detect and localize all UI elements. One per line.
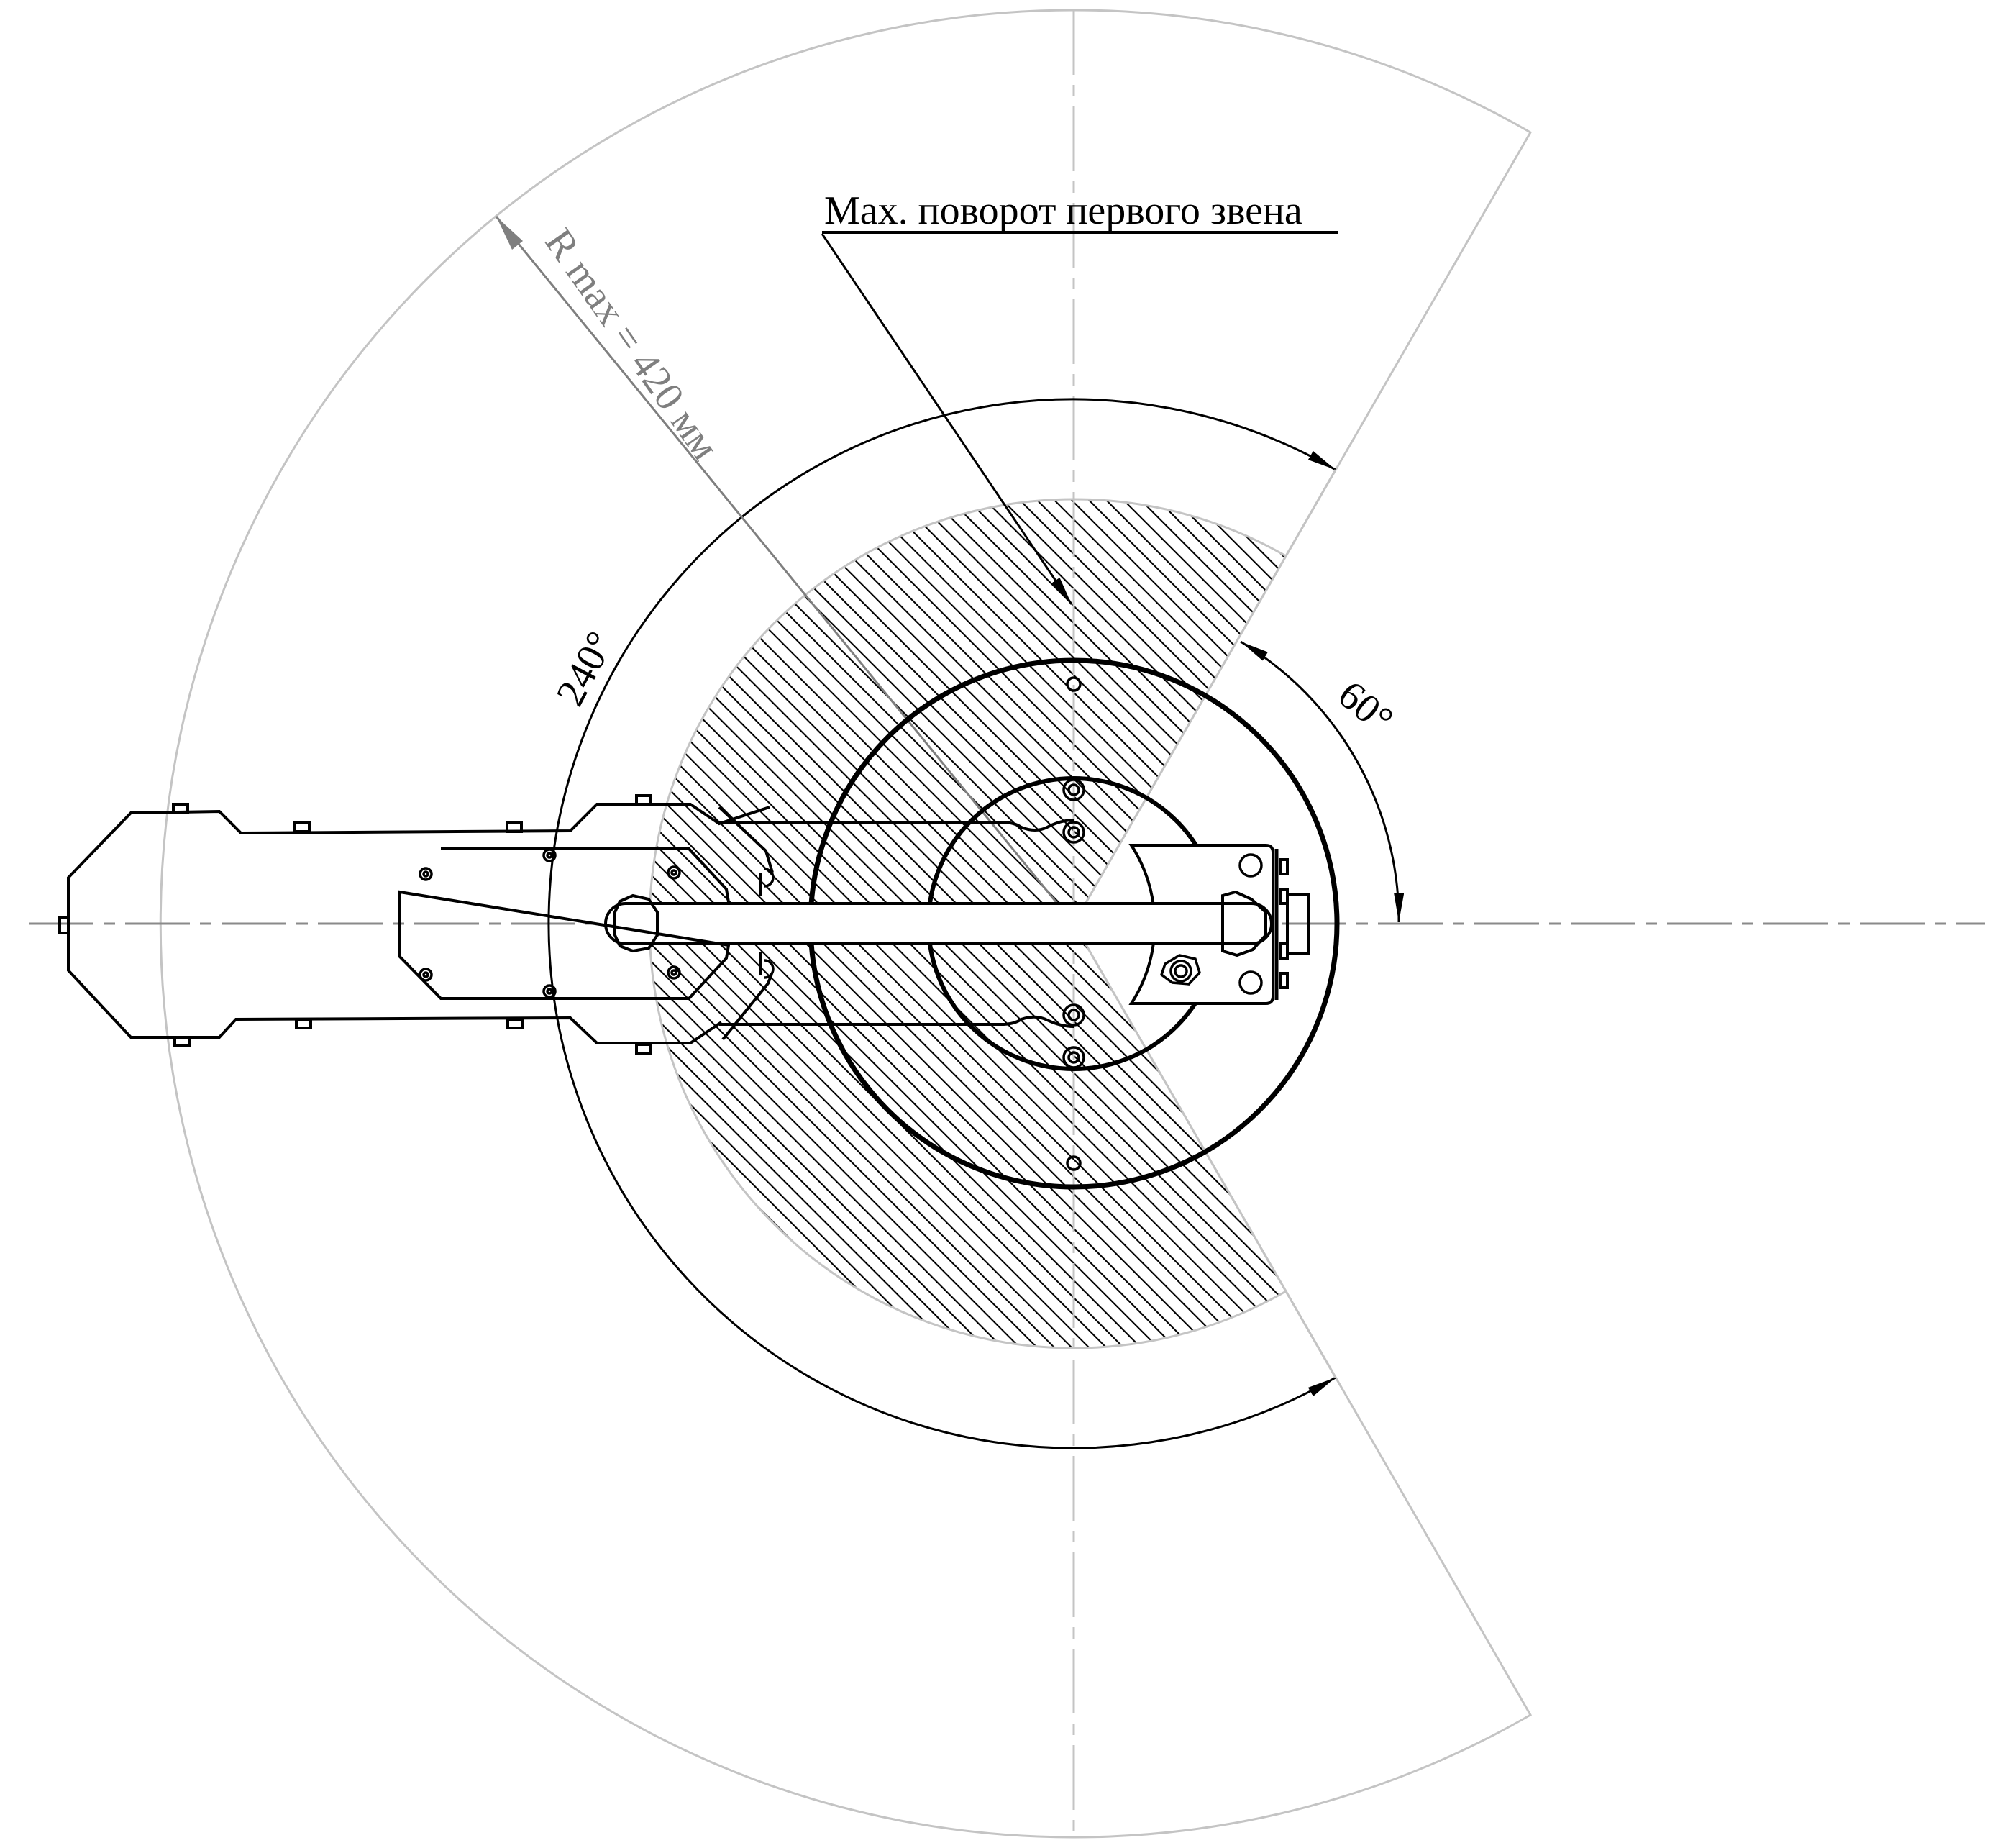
base-hole-top (1066, 676, 1082, 692)
extension-line-lower (1284, 1291, 1337, 1378)
first-link (604, 819, 1273, 1028)
rotation-angle-label: 240° (548, 624, 624, 713)
leader-line (821, 233, 1073, 605)
radius-dimension-line (495, 216, 1075, 924)
radius-max-label: R max = 420 мм (536, 221, 728, 468)
second-link (58, 794, 774, 1055)
radius-arrowhead (496, 217, 523, 250)
limit-angle-arc (1240, 640, 1405, 923)
limit-angle-label: 60° (1330, 672, 1402, 742)
rotation-dimension-arc (547, 398, 1336, 1449)
base-hole-bottom (1066, 1155, 1082, 1171)
max-rotation-label: Max. поворот первого звена (824, 188, 1302, 233)
extension-line-upper (1284, 469, 1337, 557)
